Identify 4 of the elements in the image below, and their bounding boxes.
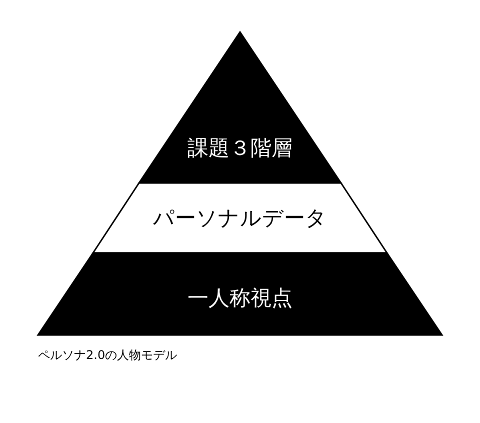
layer-label: パーソナルデータ (153, 205, 327, 232)
layer-label: 課題３階層 (188, 135, 292, 162)
figure-caption: ペルソナ2.0の人物モデル (38, 347, 178, 364)
layer-label: 一人称視点 (188, 285, 292, 312)
